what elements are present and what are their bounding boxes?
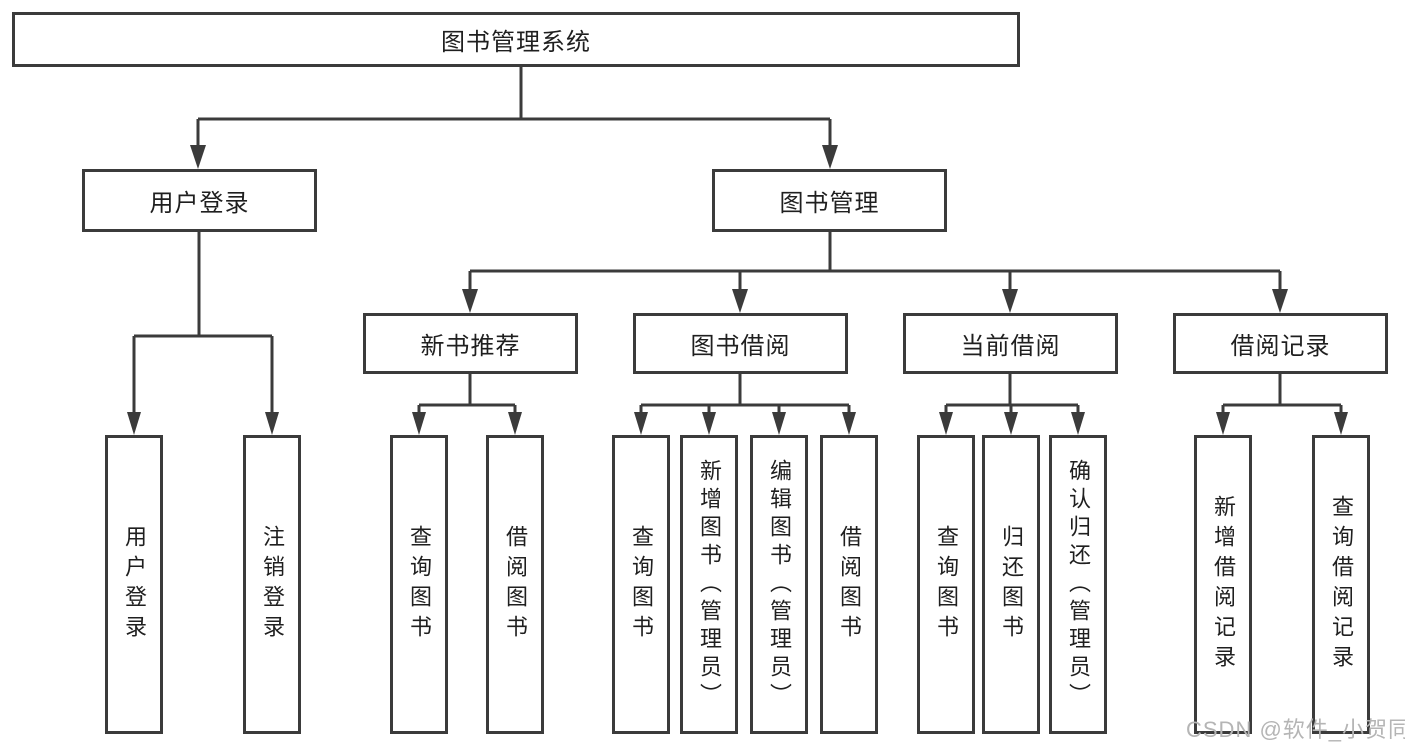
node-book-borrowing: 图书借阅 — [633, 313, 848, 374]
csdn-watermark: CSDN @软件_小贺同学 — [1186, 717, 1405, 742]
leaf-query-borrow-record: 查询借阅记录 — [1312, 435, 1370, 734]
node-new-book-recommendation: 新书推荐 — [363, 313, 578, 374]
leaf-confirm-return-admin: 确认归还（管理员） — [1049, 435, 1107, 734]
node-root-system: 图书管理系统 — [12, 12, 1020, 67]
leaf-edit-books-admin: 编辑图书（管理员） — [750, 435, 808, 734]
node-book-management: 图书管理 — [712, 169, 947, 232]
node-current-borrowing: 当前借阅 — [903, 313, 1118, 374]
leaf-query-books-borrowing: 查询图书 — [612, 435, 670, 734]
leaf-add-borrow-record: 新增借阅记录 — [1194, 435, 1252, 734]
leaf-add-books-admin: 新增图书（管理员） — [680, 435, 738, 734]
leaf-return-books: 归还图书 — [982, 435, 1040, 734]
leaf-query-books-recommend: 查询图书 — [390, 435, 448, 734]
node-borrowing-records: 借阅记录 — [1173, 313, 1388, 374]
node-user-login: 用户登录 — [82, 169, 317, 232]
leaf-query-books-current: 查询图书 — [917, 435, 975, 734]
leaf-user-login: 用户登录 — [105, 435, 163, 734]
leaf-borrow-books: 借阅图书 — [820, 435, 878, 734]
leaf-logout: 注销登录 — [243, 435, 301, 734]
leaf-borrow-books-recommend: 借阅图书 — [486, 435, 544, 734]
